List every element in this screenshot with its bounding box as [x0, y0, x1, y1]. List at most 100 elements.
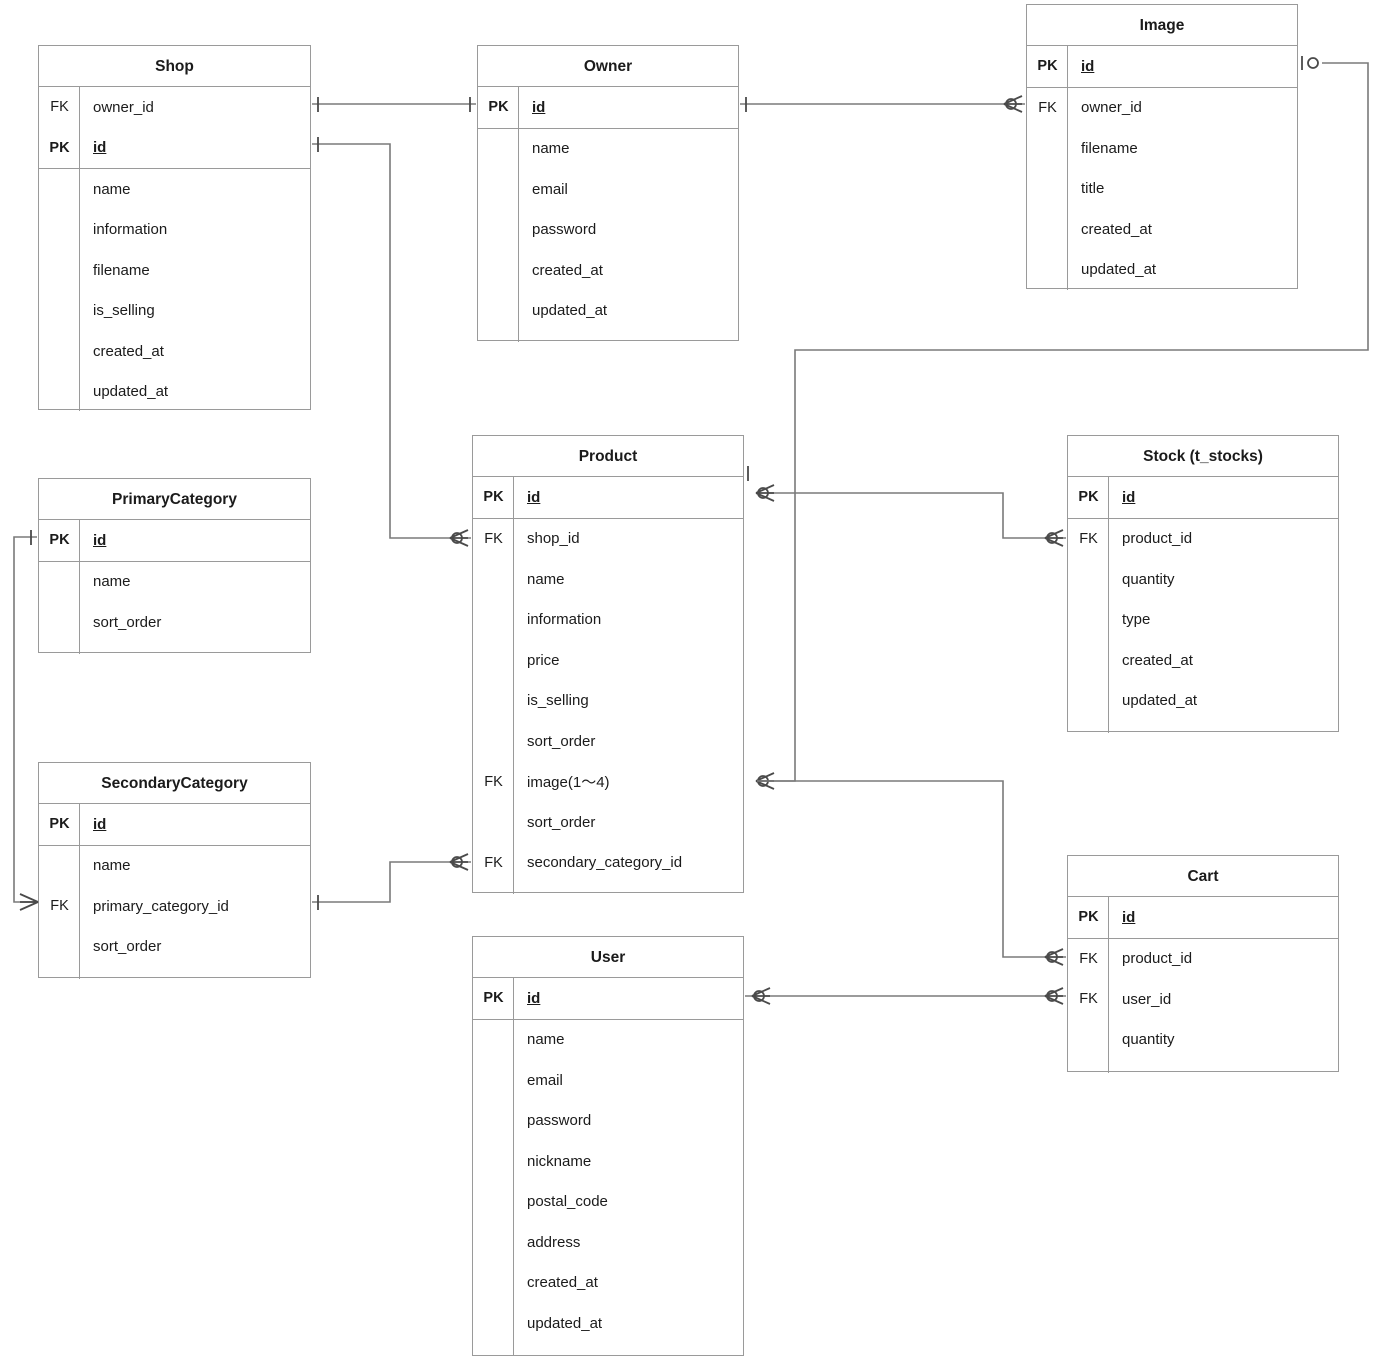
field-name: type: [1122, 611, 1151, 629]
relation-secondary-category-product: [312, 853, 471, 910]
field-row[interactable]: price: [473, 640, 743, 681]
field-row[interactable]: address: [473, 1222, 743, 1263]
key-badge: FK: [1079, 950, 1098, 967]
relation-shop-product: [312, 137, 471, 547]
key-badge: PK: [483, 990, 504, 1007]
field-name: product_id: [1122, 530, 1193, 548]
field-row[interactable]: FK owner_id: [39, 87, 310, 128]
field-row[interactable]: name: [39, 846, 310, 887]
field-name: name: [93, 573, 131, 591]
field-name: nickname: [527, 1152, 592, 1170]
field-name: quantity: [1122, 1031, 1175, 1049]
field-row[interactable]: sort_order: [39, 602, 310, 643]
field-name: updated_at: [1122, 692, 1198, 710]
field-name: information: [93, 221, 168, 239]
field-name: password: [532, 221, 597, 239]
field-row[interactable]: password: [478, 210, 738, 251]
field-row[interactable]: is_selling: [39, 291, 310, 332]
field-name: created_at: [1081, 220, 1152, 238]
field-name: secondary_category_id: [527, 854, 683, 872]
field-name: updated_at: [527, 1314, 603, 1332]
key-column-divider: [1068, 477, 1109, 733]
field-name: id: [527, 488, 541, 506]
field-row[interactable]: filename: [39, 250, 310, 291]
field-name: created_at: [93, 342, 164, 360]
field-row[interactable]: information: [473, 600, 743, 641]
field-row[interactable]: name: [478, 129, 738, 170]
key-badge: PK: [483, 489, 504, 506]
key-badge: FK: [50, 99, 69, 116]
entity-title: User: [473, 937, 743, 978]
field-name: updated_at: [532, 302, 608, 320]
field-name: name: [93, 857, 131, 875]
field-row[interactable]: name: [39, 169, 310, 210]
field-row[interactable]: updated_at: [478, 291, 738, 332]
field-name: sort_order: [527, 813, 596, 831]
field-name: title: [1081, 180, 1105, 198]
field-row[interactable]: sort_order: [473, 721, 743, 762]
key-badge: PK: [1078, 909, 1099, 926]
field-row[interactable]: created_at: [478, 250, 738, 291]
entity-title: Shop: [39, 46, 310, 87]
field-row[interactable]: updated_at: [473, 1303, 743, 1344]
field-row[interactable]: sort_order: [39, 927, 310, 968]
field-row[interactable]: nickname: [473, 1141, 743, 1182]
field-name: name: [527, 1031, 565, 1049]
field-name: email: [532, 180, 568, 198]
entity-title: PrimaryCategory: [39, 479, 310, 520]
field-row[interactable]: PK id: [473, 477, 743, 518]
field-row[interactable]: postal_code: [473, 1182, 743, 1223]
field-name: owner_id: [93, 98, 154, 116]
field-row[interactable]: email: [478, 169, 738, 210]
field-row[interactable]: sort_order: [473, 802, 743, 843]
field-row[interactable]: created_at: [473, 1263, 743, 1304]
field-name: is_selling: [93, 302, 155, 320]
field-name: primary_category_id: [93, 897, 229, 915]
field-row[interactable]: password: [473, 1101, 743, 1142]
field-row[interactable]: information: [39, 210, 310, 251]
key-column-divider: [478, 87, 519, 342]
field-row[interactable]: name: [39, 562, 310, 603]
field-name: sort_order: [527, 732, 596, 750]
field-name: name: [527, 570, 565, 588]
entity-title: Owner: [478, 46, 738, 87]
field-row[interactable]: is_selling: [473, 681, 743, 722]
field-row[interactable]: email: [473, 1060, 743, 1101]
field-row[interactable]: name: [473, 559, 743, 600]
relation-shop-owner: [312, 97, 476, 112]
field-row[interactable]: name: [473, 1020, 743, 1061]
field-row[interactable]: created_at: [39, 331, 310, 372]
field-row[interactable]: updated_at: [39, 372, 310, 413]
field-name: created_at: [527, 1274, 598, 1292]
field-row[interactable]: quantity: [1068, 1020, 1338, 1061]
key-badge: PK: [49, 532, 70, 549]
